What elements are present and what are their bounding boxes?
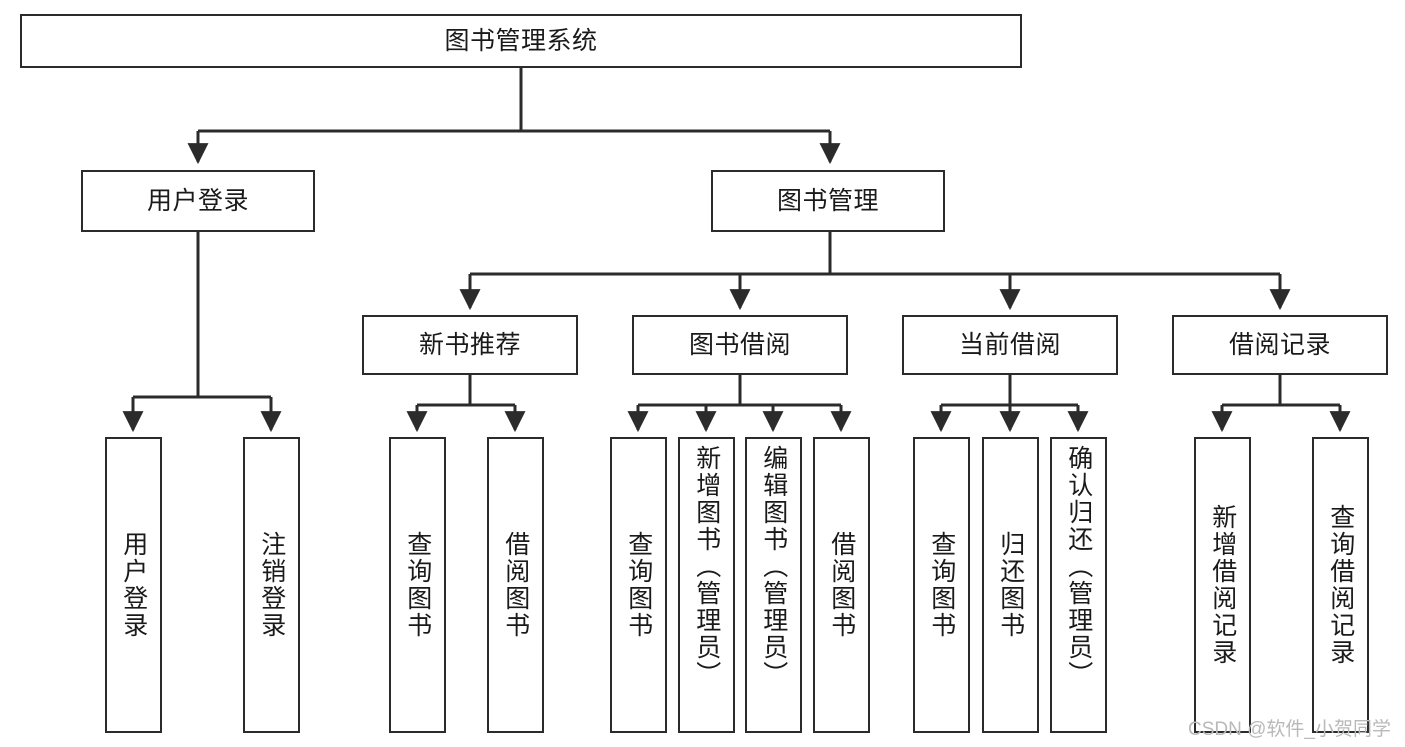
node-label: 查询借阅记录 [1326, 504, 1355, 666]
node-label: 图书管理系统 [444, 27, 598, 55]
leaf-query-borrow-record[interactable]: 查询借阅记录 [1312, 437, 1369, 733]
node-label: 借阅图书 [501, 531, 530, 639]
leaf-borrow-book[interactable]: 借阅图书 [813, 437, 870, 733]
leaf-add-book-admin[interactable]: 新增图书（管理员） [678, 437, 735, 733]
node-user-login[interactable]: 用户登录 [81, 170, 315, 232]
node-label: 用户登录 [146, 187, 249, 215]
node-label: 注销登录 [257, 531, 286, 639]
node-label: 查询图书 [403, 531, 432, 639]
node-label: 借阅记录 [1228, 331, 1331, 359]
leaf-return-book[interactable]: 归还图书 [982, 437, 1039, 733]
node-label: 编辑图书（管理员） [759, 445, 788, 688]
leaf-logout-login[interactable]: 注销登录 [243, 437, 300, 733]
node-label: 图书借阅 [688, 331, 791, 359]
leaf-query-book-current[interactable]: 查询图书 [913, 437, 970, 733]
node-label: 新增图书（管理员） [692, 445, 721, 688]
node-label: 查询图书 [927, 531, 956, 639]
leaf-edit-book-admin[interactable]: 编辑图书（管理员） [745, 437, 802, 733]
csdn-watermark: CSDN @软件_小贺同学 [1188, 719, 1391, 740]
node-book-borrow[interactable]: 图书借阅 [632, 315, 848, 375]
node-label: 当前借阅 [958, 331, 1061, 359]
node-label: 归还图书 [996, 531, 1025, 639]
leaf-user-login[interactable]: 用户登录 [105, 437, 162, 733]
node-current-borrow[interactable]: 当前借阅 [902, 315, 1118, 375]
node-label: 确认归还（管理员） [1064, 445, 1093, 688]
node-label: 新增借阅记录 [1208, 504, 1237, 666]
leaf-add-borrow-record[interactable]: 新增借阅记录 [1194, 437, 1251, 733]
node-new-book-recommend[interactable]: 新书推荐 [362, 315, 578, 375]
node-label: 用户登录 [119, 531, 148, 639]
node-label: 查询图书 [624, 531, 653, 639]
leaf-confirm-return-admin[interactable]: 确认归还（管理员） [1050, 437, 1107, 733]
node-root-system[interactable]: 图书管理系统 [20, 14, 1022, 68]
node-label: 图书管理 [776, 187, 879, 215]
node-label: 借阅图书 [827, 531, 856, 639]
leaf-borrow-book-recommend[interactable]: 借阅图书 [487, 437, 544, 733]
node-book-management[interactable]: 图书管理 [711, 170, 945, 232]
leaf-query-book-recommend[interactable]: 查询图书 [389, 437, 446, 733]
node-label: 新书推荐 [418, 331, 521, 359]
leaf-query-book-borrow[interactable]: 查询图书 [610, 437, 667, 733]
node-borrow-records[interactable]: 借阅记录 [1172, 315, 1388, 375]
